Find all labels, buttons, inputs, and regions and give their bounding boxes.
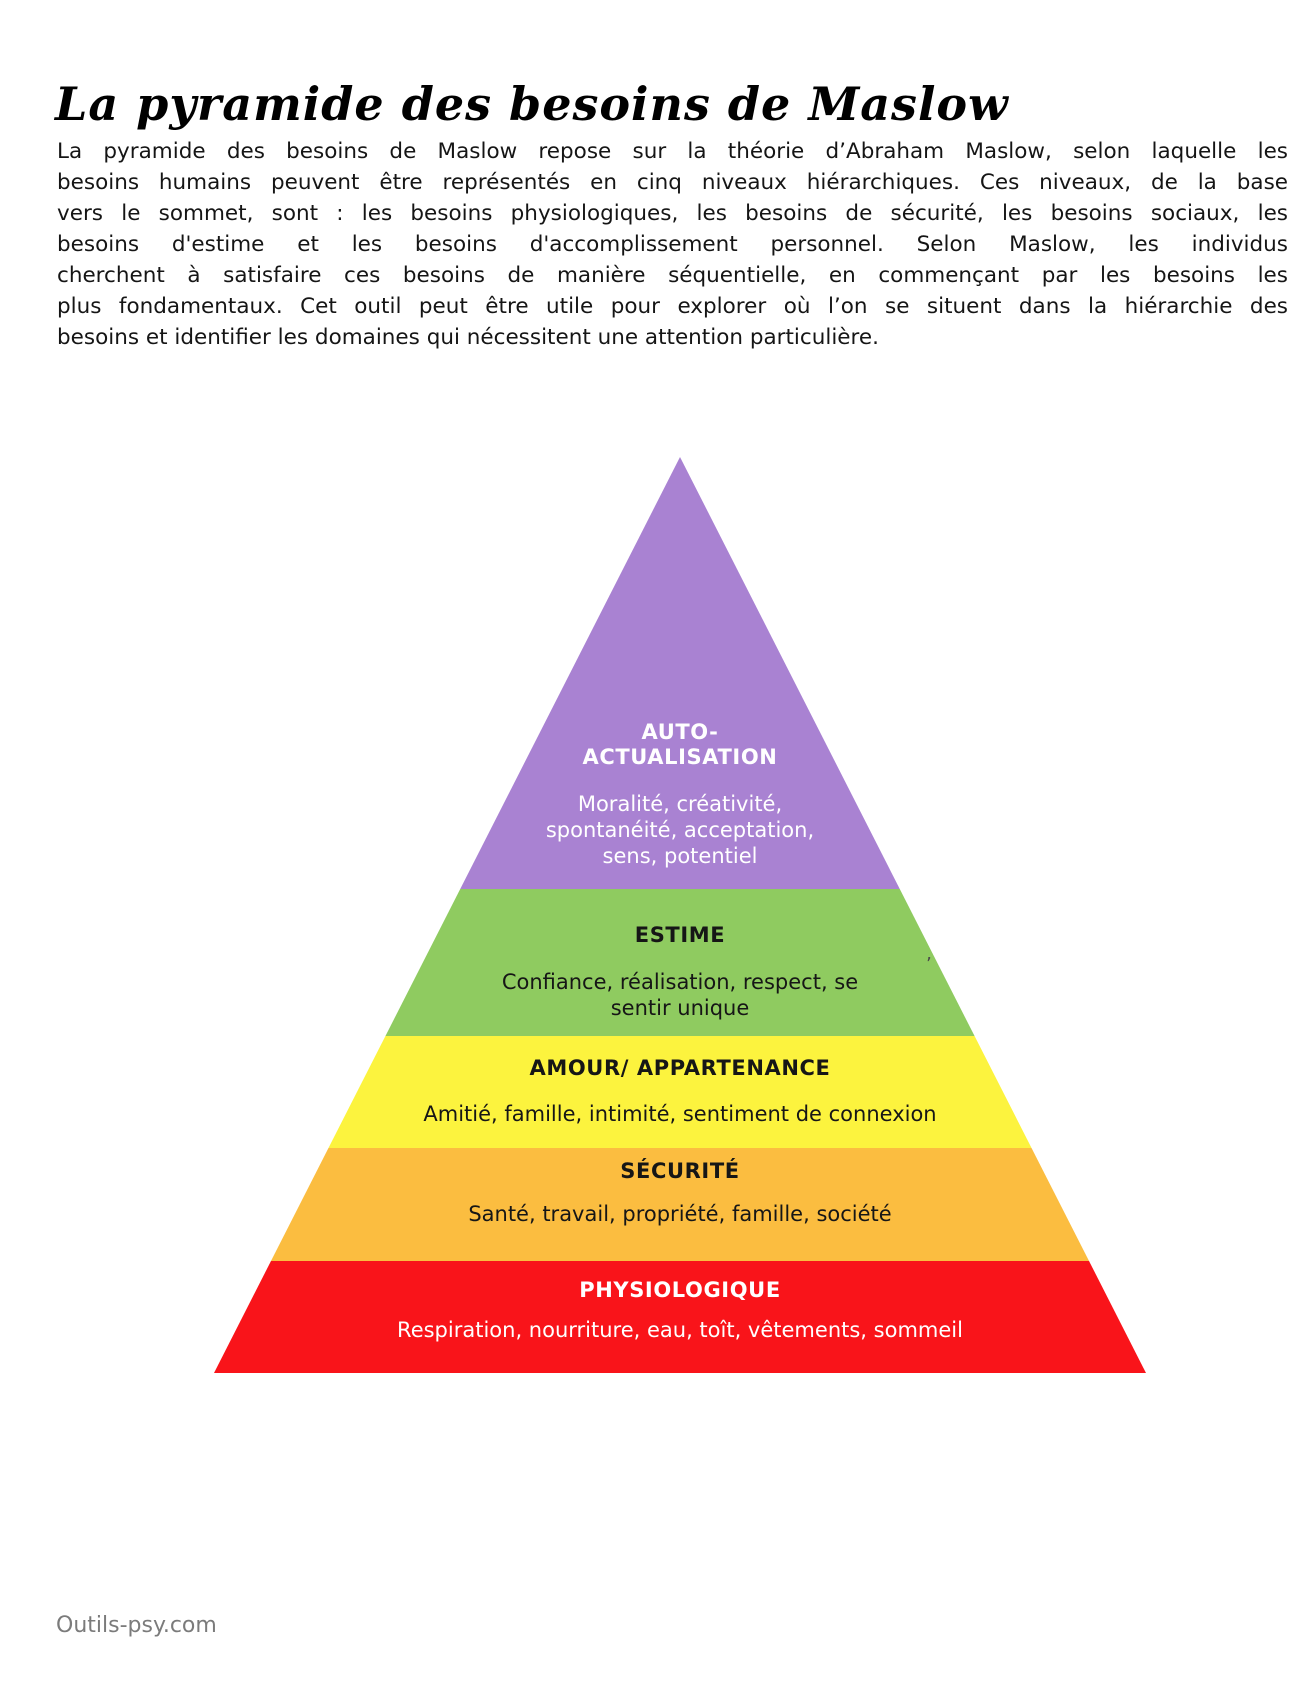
level-title-line: PHYSIOLOGIQUE [579, 1278, 781, 1302]
level-title-line: ACTUALISATION [582, 745, 778, 769]
level-title-line: AMOUR/ APPARTENANCE [529, 1056, 831, 1080]
page-title: La pyramide des besoins de Maslow [55, 76, 1009, 131]
level-title-auto-actualisation: AUTO- ACTUALISATION [214, 720, 1146, 770]
level-description-auto-actualisation: Moralité, créativité, spontanéité, accep… [214, 791, 1146, 869]
level-desc-line: Confiance, réalisation, respect, se [501, 970, 859, 994]
level-description-estime: Confiance, réalisation, respect, se sent… [214, 969, 1146, 1021]
level-description-amour-appartenance: Amitié, famille, intimité, sentiment de … [214, 1101, 1146, 1127]
intro-line: besoins humains peuvent être représentés… [57, 170, 1288, 195]
level-description-securite: Santé, travail, propriété, famille, soci… [214, 1201, 1146, 1227]
level-title-amour-appartenance: AMOUR/ APPARTENANCE [214, 1056, 1146, 1081]
maslow-pyramid-diagram: AUTO- ACTUALISATION Moralité, créativité… [214, 457, 1146, 1373]
level-desc-line: spontanéité, acceptation, [545, 818, 815, 842]
level-desc-line: Respiration, nourriture, eau, toît, vête… [397, 1318, 963, 1342]
level-desc-line: sens, potentiel [602, 844, 758, 868]
level-title-line: ESTIME [634, 923, 726, 947]
pyramid-level-physiologique [214, 1261, 1146, 1373]
intro-line: vers le sommet, sont : les besoins physi… [57, 201, 1288, 226]
intro-paragraph: La pyramide des besoins de Maslow repose… [57, 136, 1288, 353]
footer-site-name: Outils-psy.com [56, 1613, 217, 1638]
level-title-estime: ESTIME [214, 923, 1146, 948]
level-title-line: AUTO- [641, 720, 719, 744]
stray-mark: ’ [926, 954, 932, 975]
level-desc-line: Santé, travail, propriété, famille, soci… [468, 1202, 892, 1226]
level-description-physiologique: Respiration, nourriture, eau, toît, vête… [214, 1317, 1146, 1343]
intro-line: plus fondamentaux. Cet outil peut être u… [57, 294, 1288, 319]
intro-line: besoins d'estime et les besoins d'accomp… [57, 232, 1288, 257]
pyramid-level-securite [214, 1148, 1146, 1261]
level-desc-line: sentir unique [610, 996, 750, 1020]
intro-line: cherchent à satisfaire ces besoins de ma… [57, 263, 1288, 288]
intro-line: La pyramide des besoins de Maslow repose… [57, 139, 1288, 164]
level-title-physiologique: PHYSIOLOGIQUE [214, 1278, 1146, 1303]
level-title-line: SÉCURITÉ [620, 1159, 740, 1183]
level-title-securite: SÉCURITÉ [214, 1159, 1146, 1184]
pyramid-level-amour-appartenance [214, 1036, 1146, 1148]
level-desc-line: Moralité, créativité, [577, 792, 783, 816]
level-desc-line: Amitié, famille, intimité, sentiment de … [423, 1102, 937, 1126]
intro-line: besoins et identifier les domaines qui n… [57, 325, 879, 350]
